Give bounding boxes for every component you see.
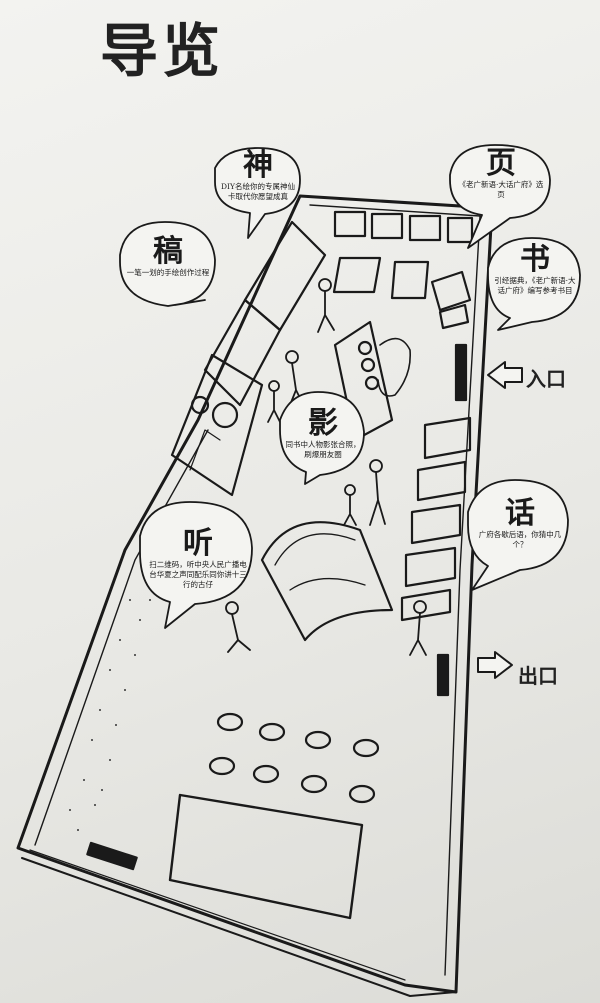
floor-grate	[86, 841, 138, 871]
display-tables	[332, 256, 472, 330]
right-wall-shelves	[400, 416, 472, 622]
exit-door	[436, 653, 450, 697]
floor-outline	[16, 194, 494, 997]
top-wall-frames	[333, 210, 474, 244]
entrance-door	[454, 343, 468, 402]
stage-bench	[168, 793, 364, 920]
exit-arrow-icon	[477, 651, 513, 679]
speech-bubbles	[119, 144, 581, 629]
entrance-arrow-icon	[487, 361, 523, 389]
exit-label: 出口	[518, 664, 558, 688]
stools	[208, 712, 380, 804]
listening-booth	[260, 521, 394, 642]
page-title: 导览	[100, 17, 225, 85]
visitor-figures	[225, 278, 427, 656]
entrance-label: 入口	[526, 367, 566, 391]
dotted-floor-zone	[69, 559, 161, 831]
left-wall-panels	[170, 220, 327, 497]
